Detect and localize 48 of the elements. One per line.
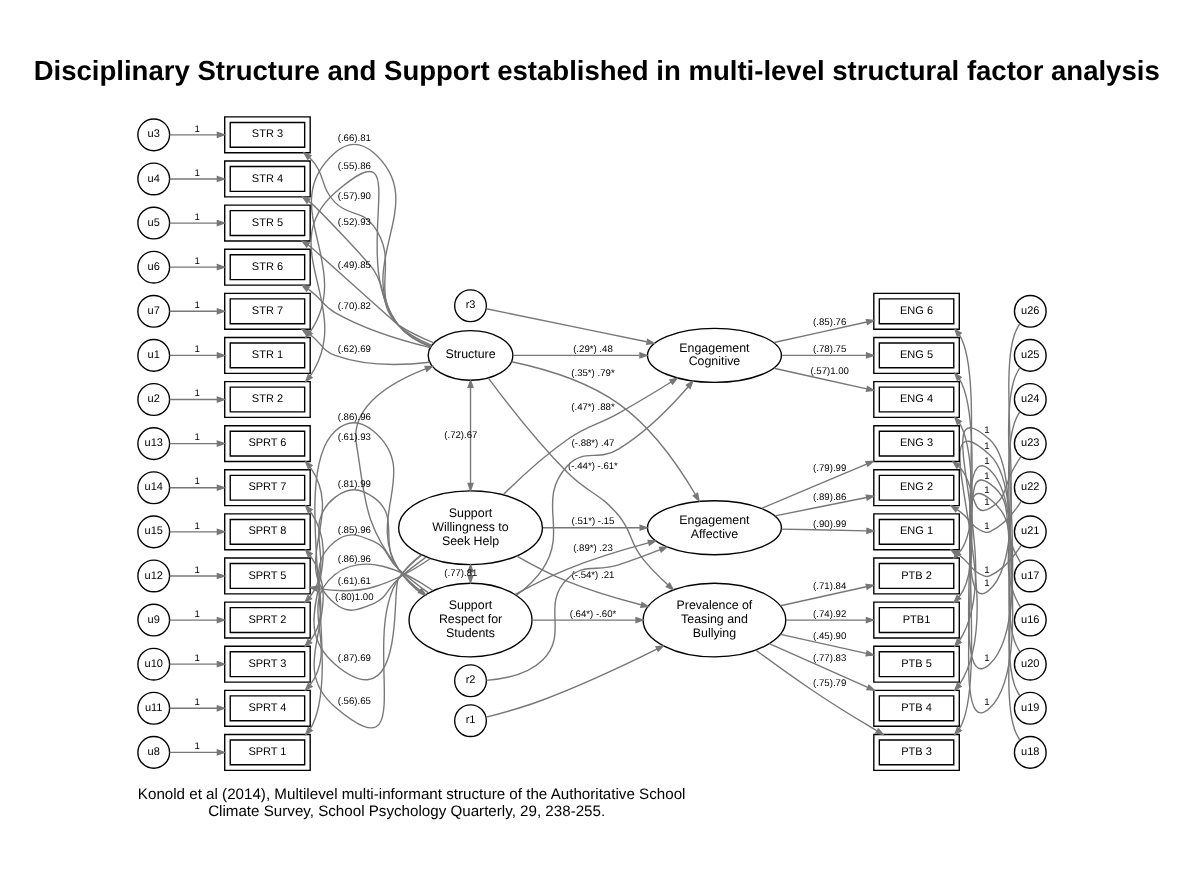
arrow: [168, 659, 227, 667]
arrow: [168, 174, 227, 182]
arrow: [951, 454, 1022, 511]
arrow: [773, 317, 876, 343]
arrow: [168, 395, 227, 402]
arrow: [168, 351, 227, 358]
arrow: [773, 366, 876, 391]
arrow: [781, 351, 876, 358]
arrow: [168, 615, 227, 623]
arrow: [304, 503, 423, 680]
arrow: [485, 307, 656, 345]
arrow: [168, 527, 227, 535]
arrow: [487, 376, 675, 590]
arrow: [510, 360, 700, 502]
arrow: [308, 557, 431, 592]
arrow: [168, 748, 227, 755]
arrow: [542, 523, 650, 531]
arrow: [531, 615, 645, 623]
arrow: [768, 642, 877, 691]
arrow: [168, 571, 227, 579]
arrow: [485, 644, 666, 717]
arrow: [779, 632, 876, 656]
arrow: [779, 582, 876, 606]
arrow: [516, 378, 695, 595]
arrow: [514, 538, 658, 595]
arrow: [168, 703, 227, 711]
arrow: [774, 493, 876, 516]
arrow: [512, 351, 649, 358]
arrow: [516, 554, 651, 608]
arrow: [168, 483, 227, 491]
arrow: [168, 130, 227, 138]
arrow: [780, 526, 876, 534]
arrow: [304, 421, 425, 735]
arrow: [761, 459, 876, 508]
caption: Konold et al (2014), Multilevel multi-informant structure of the Authoritative School Climate Survey, School Psychology Quarterly, 29, 238-255.: [137, 783, 686, 819]
arrow: [168, 262, 227, 270]
arrow: [168, 439, 227, 446]
arrow: [502, 376, 679, 494]
arrow: [467, 377, 474, 492]
diagram-title: Disciplinary Structure and Support established in multi-level structural factor analysis: [33, 54, 1160, 85]
arrow: [304, 547, 422, 728]
arrow: [485, 545, 669, 681]
arrow: [304, 562, 434, 691]
arrow: [755, 648, 885, 735]
arrow: [949, 499, 1022, 533]
arrow: [168, 218, 227, 226]
arrow: [168, 306, 227, 314]
arrow: [785, 615, 876, 623]
